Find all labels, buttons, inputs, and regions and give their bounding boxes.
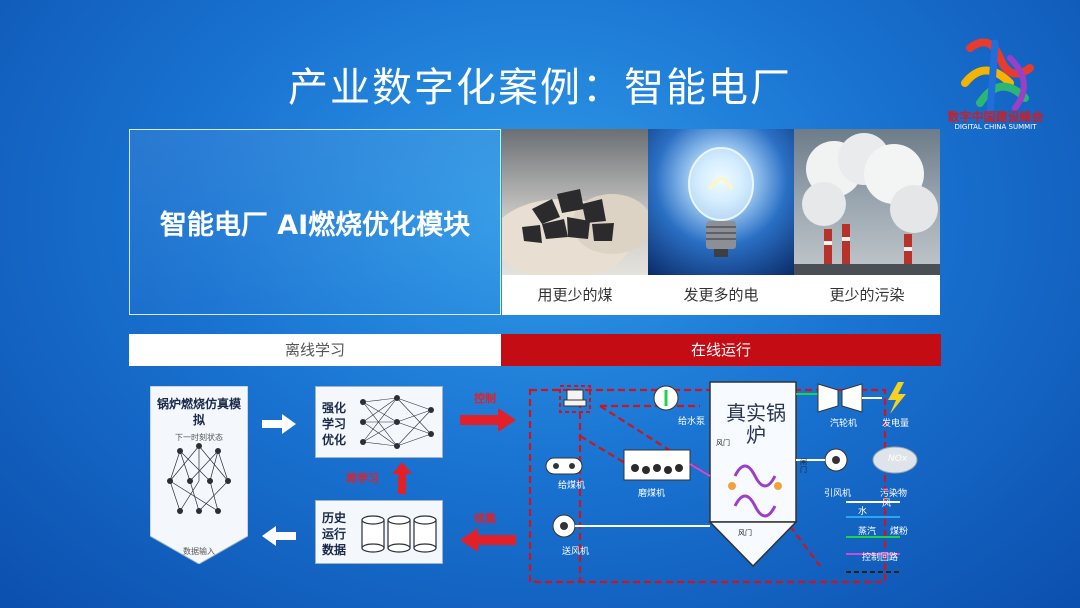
legend-control-label: 控制回路 bbox=[862, 553, 899, 563]
nox-badge: NOx bbox=[888, 454, 908, 464]
benefit-caption-power: 发更多的电 bbox=[648, 275, 794, 315]
sim-card bbox=[150, 386, 248, 564]
legend-water-label: 水 bbox=[858, 507, 868, 517]
legend-air-label: 风 bbox=[882, 499, 892, 509]
fd-fan-label: 送风机 bbox=[562, 547, 590, 557]
history-label: 历史运行数据 bbox=[322, 511, 347, 557]
summit-logo bbox=[961, 38, 1034, 117]
sim-data-input: 数据输入 bbox=[183, 547, 215, 556]
logo-cn-text: 数字中国建设峰会 bbox=[947, 110, 1044, 124]
arrow-left-icon bbox=[262, 526, 296, 546]
database-icon bbox=[361, 515, 437, 553]
page-title: 产业数字化案例：智能电厂 bbox=[288, 65, 792, 111]
coal-feeder-icon bbox=[545, 457, 583, 475]
smokestack-photo bbox=[794, 129, 940, 275]
power-label: 发电量 bbox=[882, 419, 910, 429]
sim-next-state: 下一时刻状态 bbox=[175, 433, 223, 442]
pollutant-label: 污染物 bbox=[880, 489, 908, 499]
boiler-label: 真实锅炉 bbox=[726, 401, 786, 447]
benefit-caption-pollution: 更少的污染 bbox=[794, 275, 940, 315]
collect-label: 收集 bbox=[474, 512, 496, 525]
coal-photo bbox=[502, 129, 648, 275]
turbine-label: 汽轮机 bbox=[830, 419, 858, 429]
coal-feeder-label: 给煤机 bbox=[558, 481, 586, 491]
lightbulb-photo bbox=[648, 129, 794, 275]
legend-steam-label: 蒸汽 bbox=[858, 527, 877, 537]
offline-learning-bar: 离线学习 bbox=[129, 334, 501, 366]
benefit-caption-coal: 用更少的煤 bbox=[502, 275, 648, 315]
damper-label-c: 闸门 bbox=[800, 458, 807, 474]
feed-pump-label: 给水泵 bbox=[678, 417, 706, 427]
plant-diagram bbox=[528, 381, 918, 584]
arrow-right-icon bbox=[262, 414, 296, 434]
rl-label: 强化学习优化 bbox=[322, 401, 347, 447]
nox-cloud-icon bbox=[872, 446, 918, 474]
module-box bbox=[129, 129, 501, 315]
collect-arrow-icon bbox=[460, 528, 516, 552]
damper-label-a: 风门 bbox=[716, 439, 730, 447]
lightning-icon bbox=[888, 382, 906, 414]
control-label: 控制 bbox=[474, 392, 496, 405]
valve-icon bbox=[559, 385, 591, 413]
control-loop-frame bbox=[528, 388, 887, 584]
mill-label: 磨煤机 bbox=[638, 489, 666, 499]
legend-coal-label: 煤粉 bbox=[890, 527, 909, 537]
logo-en-text: DIGITAL CHINA SUMMIT bbox=[954, 123, 1037, 131]
relearn-label: 再学习 bbox=[346, 472, 379, 485]
sim-title: 锅炉燃烧仿真模拟 bbox=[156, 397, 241, 427]
id-fan-label: 引风机 bbox=[824, 489, 852, 499]
module-title: 智能电厂 AI燃烧优化模块 bbox=[159, 210, 471, 241]
turbine-icon bbox=[817, 383, 839, 413]
control-arrow-icon bbox=[460, 408, 516, 432]
relearn-arrow-icon bbox=[392, 462, 412, 494]
online-running-bar: 在线运行 bbox=[501, 334, 941, 366]
rl-network-icon bbox=[360, 395, 434, 449]
boiler-icon bbox=[709, 381, 797, 523]
damper-label-b: 风门 bbox=[738, 529, 752, 537]
